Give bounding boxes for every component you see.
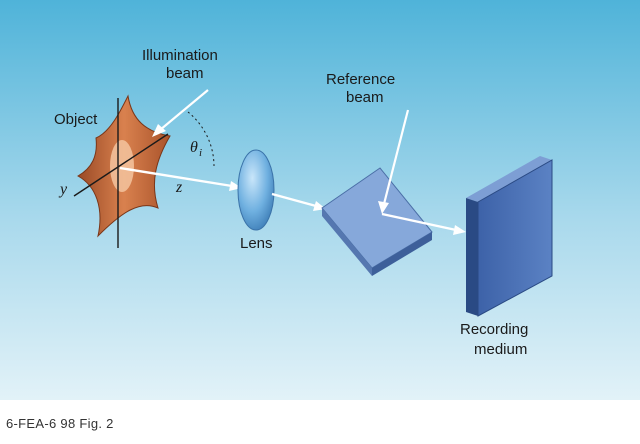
reference-beam: [378, 109, 410, 214]
object-axes: [73, 98, 169, 248]
y-axis-label: y: [58, 181, 68, 198]
output-beam: [381, 212, 466, 235]
illumination-beam: [152, 89, 209, 137]
theta-subscript: i: [199, 147, 202, 159]
lens-label: Lens: [240, 235, 273, 252]
recording-medium: [466, 156, 553, 317]
illumination-label-line1: Illumination: [142, 47, 218, 64]
holography-diagram: Illumination beam Reference beam Object …: [0, 0, 640, 400]
recording-label-line1: Recording: [460, 321, 528, 338]
figure-caption: 6-FEA-6 98 Fig. 2: [6, 416, 114, 431]
z-axis-label: z: [175, 179, 183, 196]
illumination-label-line2: beam: [166, 65, 204, 82]
theta-symbol: θ: [190, 139, 198, 156]
reference-label-line1: Reference: [326, 71, 395, 88]
y-axis-line: [73, 133, 169, 197]
lens: [237, 149, 275, 231]
recording-label-line2: medium: [474, 341, 527, 358]
object-shape: [76, 94, 171, 238]
object-label: Object: [54, 111, 98, 128]
diagram-panel: Illumination beam Reference beam Object …: [0, 0, 640, 400]
theta-arc: [187, 111, 215, 167]
reference-label-line2: beam: [346, 89, 384, 106]
beam-splitter: [321, 167, 433, 276]
